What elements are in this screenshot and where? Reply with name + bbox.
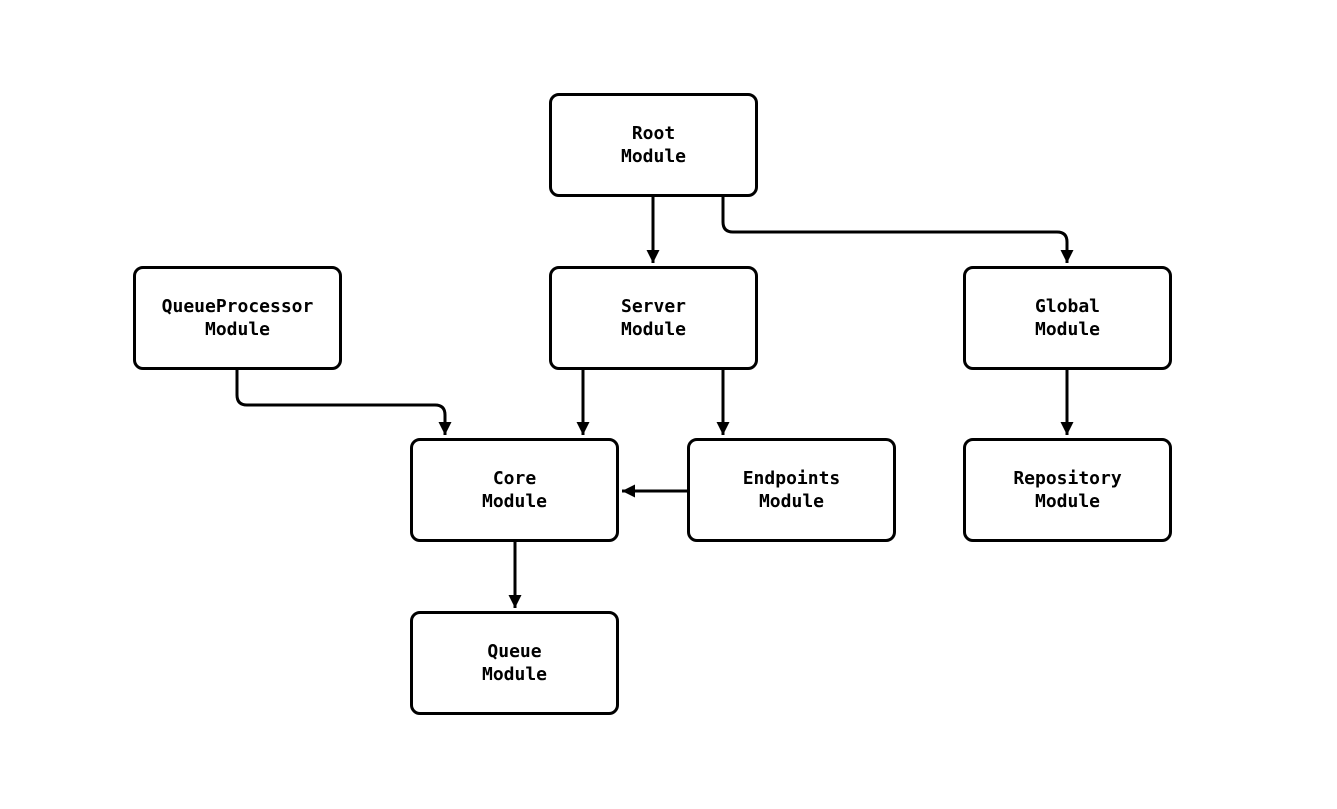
- node-server-module-label: Server Module: [620, 296, 687, 340]
- node-server-module: Server Module: [549, 266, 758, 370]
- node-repository-module-label: Repository Module: [1013, 468, 1122, 512]
- node-queue-module: Queue Module: [410, 611, 619, 715]
- node-queueprocessor-module: QueueProcessor Module: [133, 266, 342, 370]
- edge-root-to-global: [721, 197, 1074, 263]
- node-repository-module: Repository Module: [963, 438, 1172, 542]
- node-global-module-label: Global Module: [1034, 296, 1101, 340]
- node-core-module: Core Module: [410, 438, 619, 542]
- node-core-module-label: Core Module: [481, 468, 548, 512]
- node-root-module: Root Module: [549, 93, 758, 197]
- node-endpoints-module-label: Endpoints Module: [742, 468, 841, 512]
- node-endpoints-module: Endpoints Module: [687, 438, 896, 542]
- node-root-module-label: Root Module: [620, 123, 687, 167]
- edge-queueprocessor-to-core: [235, 370, 452, 435]
- node-queueprocessor-module-label: QueueProcessor Module: [161, 296, 314, 340]
- node-queue-module-label: Queue Module: [481, 641, 548, 685]
- node-global-module: Global Module: [963, 266, 1172, 370]
